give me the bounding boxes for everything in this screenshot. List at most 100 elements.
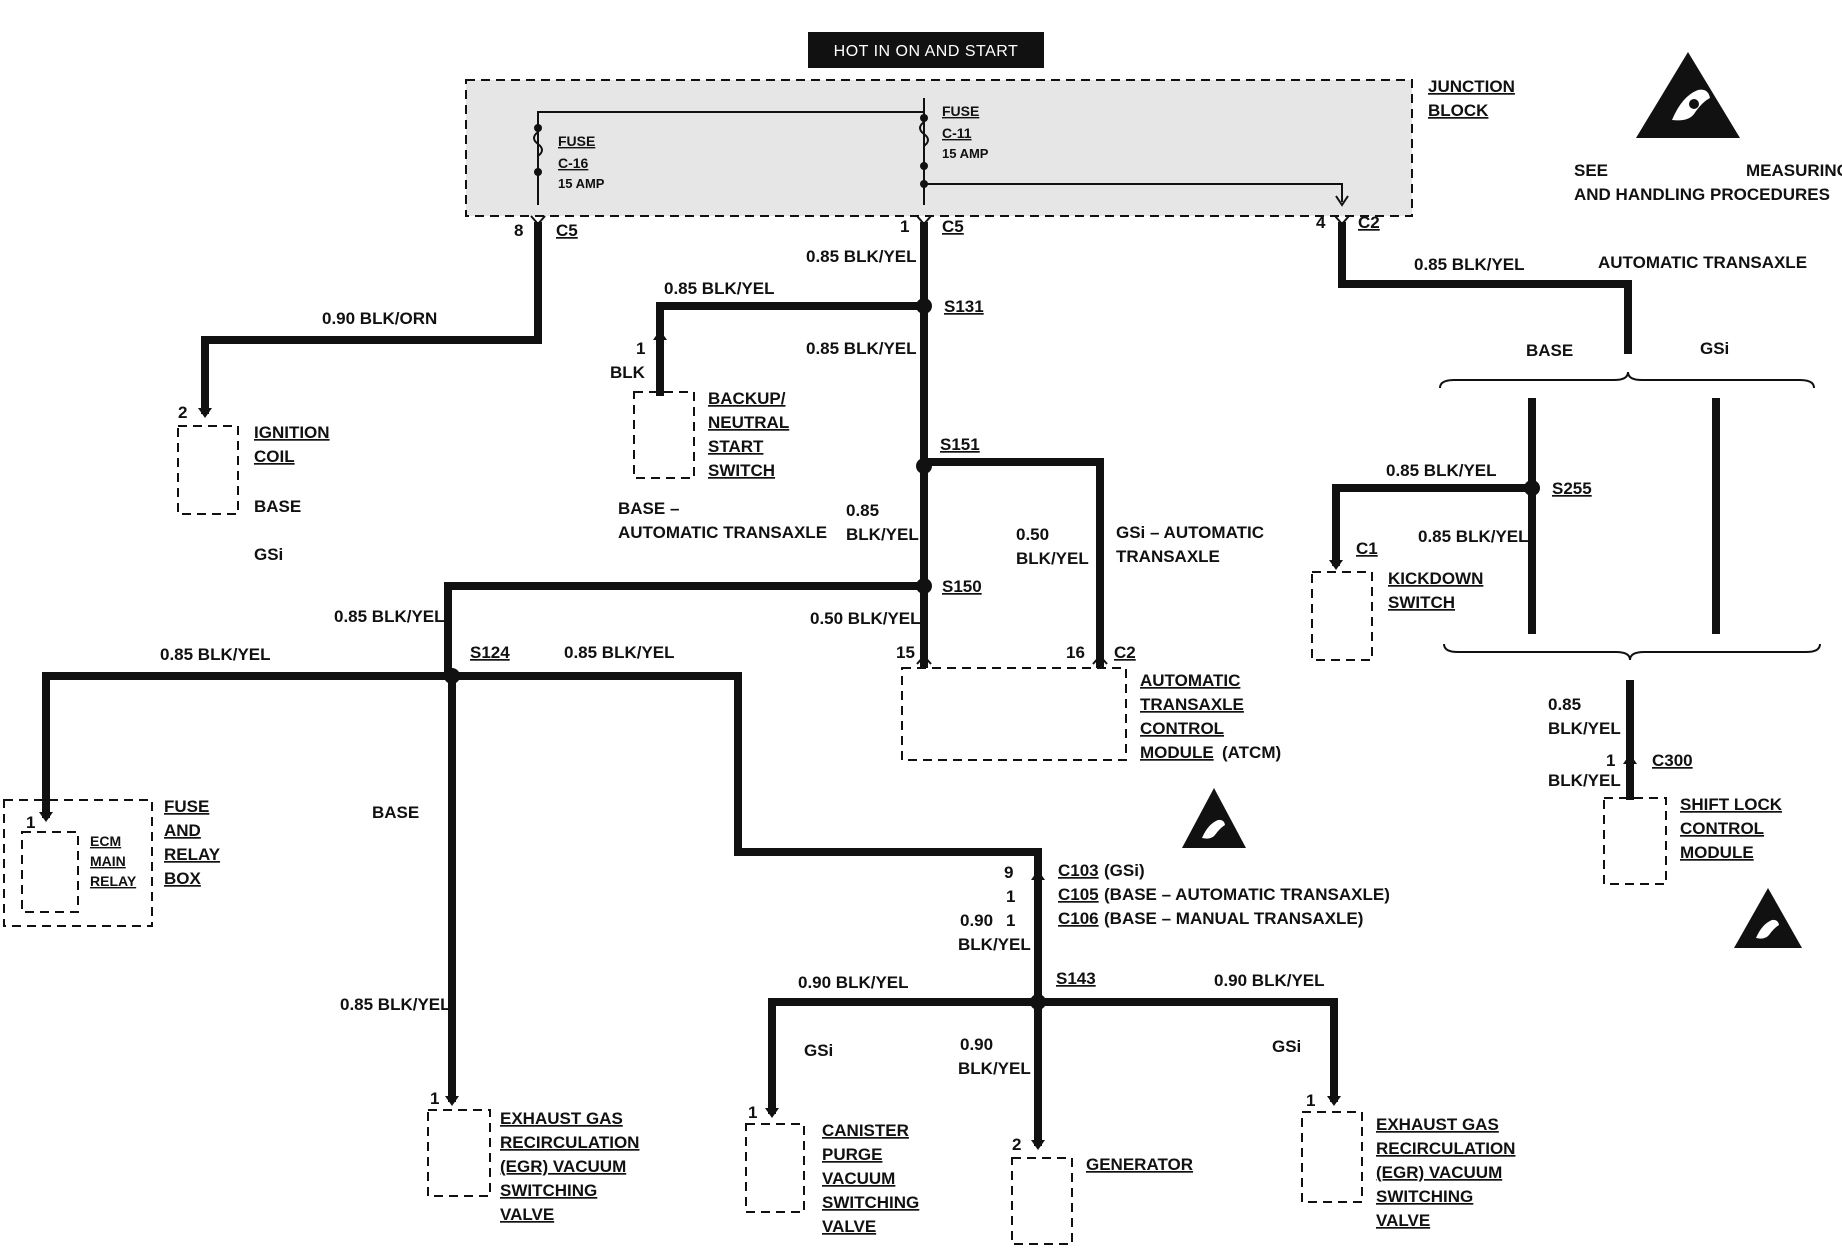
fuse-c16 bbox=[533, 124, 543, 176]
egr-right-box bbox=[1301, 1111, 1363, 1203]
wire-gsi-at-b: BLK/YEL bbox=[1016, 549, 1089, 568]
egr-left-box bbox=[427, 1109, 491, 1197]
backup-label-1: BACKUP/ bbox=[708, 389, 786, 408]
wire-gen-a: 0.90 bbox=[960, 1035, 993, 1054]
wire-backup-top-label: 0.85 BLK/YEL bbox=[664, 279, 775, 298]
c300-name: C300 bbox=[1652, 751, 1693, 770]
wire-egr-right bbox=[1034, 998, 1338, 1102]
hot-label: HOT IN ON AND START bbox=[834, 43, 1019, 60]
canister-pin: 1 bbox=[748, 1103, 757, 1122]
c2-right-name: C2 bbox=[1358, 213, 1380, 232]
ecm-terminal bbox=[39, 812, 53, 822]
splice-s150-label: S150 bbox=[942, 577, 982, 596]
c103-name: C103 bbox=[1058, 861, 1099, 880]
wire-s255-down-label: 0.85 BLK/YEL bbox=[1418, 527, 1529, 546]
splice-s124-label: S124 bbox=[470, 643, 510, 662]
fuse-c16-id: C-16 bbox=[558, 155, 589, 171]
splice-s255-label: S255 bbox=[1552, 479, 1592, 498]
atcm-label-3: CONTROL bbox=[1140, 719, 1224, 738]
kickdown-conn-name: C1 bbox=[1356, 539, 1378, 558]
cond-base-at-a: BASE – bbox=[618, 499, 679, 518]
wire-backup-blk-label: BLK bbox=[610, 363, 646, 382]
splice-s151-label: S151 bbox=[940, 435, 980, 454]
c105-pin: 1 bbox=[1006, 887, 1015, 906]
ecm-relay-box-inner bbox=[21, 831, 79, 913]
cond-gsi-at-b: TRANSAXLE bbox=[1116, 547, 1220, 566]
frb-label-3: RELAY bbox=[164, 845, 221, 864]
backup-label-4: SWITCH bbox=[708, 461, 775, 480]
fuse-c11-label: FUSE bbox=[942, 103, 979, 119]
egr-right-terminal bbox=[1327, 1096, 1341, 1106]
ignition-coil-box bbox=[177, 425, 239, 515]
generator-box bbox=[1011, 1157, 1073, 1245]
backup-label-3: START bbox=[708, 437, 764, 456]
cond-base: BASE bbox=[1526, 341, 1573, 360]
egr-left-label-2: RECIRCULATION bbox=[500, 1133, 639, 1152]
wire-c2-auto bbox=[1338, 222, 1632, 354]
egr-right-pin: 1 bbox=[1306, 1091, 1315, 1110]
wire-s151-s150-b: BLK/YEL bbox=[846, 525, 919, 544]
canister-label-1: CANISTER bbox=[822, 1121, 909, 1140]
wire-egr-right-label: 0.90 BLK/YEL bbox=[1214, 971, 1325, 990]
esd-warning-icon bbox=[1734, 888, 1802, 948]
junction-block-label-2: BLOCK bbox=[1428, 101, 1489, 120]
wire-kick-label: 0.85 BLK/YEL bbox=[1386, 461, 1497, 480]
wire-ecm-relay bbox=[42, 672, 456, 818]
frb-label-1: FUSE bbox=[164, 797, 209, 816]
wire-s150-atcm-label: 0.50 BLK/YEL bbox=[810, 609, 921, 628]
generator-pin: 2 bbox=[1012, 1135, 1021, 1154]
canister-label-2: PURGE bbox=[822, 1145, 882, 1164]
atcm-label-1: AUTOMATIC bbox=[1140, 671, 1240, 690]
wire-c300-a: 0.85 bbox=[1548, 695, 1581, 714]
canister-box bbox=[745, 1123, 805, 1213]
wire-s131-s151-label: 0.85 BLK/YEL bbox=[806, 339, 917, 358]
brace-top bbox=[1439, 371, 1815, 389]
esd-warning-icon bbox=[1182, 788, 1246, 848]
splice-s131-label: S131 bbox=[944, 297, 984, 316]
c5-center-pin: 1 bbox=[900, 217, 909, 236]
canister-label-3: VACUUM bbox=[822, 1169, 895, 1188]
fuse-c16-rating: 15 AMP bbox=[558, 176, 605, 191]
wire-c103-b: BLK/YEL bbox=[958, 935, 1031, 954]
c106-note: (BASE – MANUAL TRANSAXLE) bbox=[1104, 909, 1363, 928]
splice-s143-label: S143 bbox=[1056, 969, 1096, 988]
junction-block-area bbox=[466, 80, 1412, 216]
ignition-coil-label-1: IGNITION bbox=[254, 423, 330, 442]
cond-base-at-b: AUTOMATIC TRANSAXLE bbox=[618, 523, 827, 542]
c300-terminal bbox=[1623, 754, 1637, 764]
wire-c5-down-label: 0.85 BLK/YEL bbox=[806, 247, 917, 266]
ecm-pin: 1 bbox=[26, 813, 35, 832]
backup-pin: 1 bbox=[636, 339, 645, 358]
wire-c2-auto-label: 0.85 BLK/YEL bbox=[1414, 255, 1525, 274]
egr-left-pin: 1 bbox=[430, 1089, 439, 1108]
generator-terminal bbox=[1031, 1140, 1045, 1150]
canister-label-4: SWITCHING bbox=[822, 1193, 919, 1212]
frb-label-2: AND bbox=[164, 821, 201, 840]
fuse-c11-id: C-11 bbox=[942, 125, 972, 141]
egr-left-label-4: SWITCHING bbox=[500, 1181, 597, 1200]
egr-right-label-2: RECIRCULATION bbox=[1376, 1139, 1515, 1158]
ecm-label-3: RELAY bbox=[90, 873, 137, 889]
kickdown-label-1: KICKDOWN bbox=[1388, 569, 1483, 588]
shift-lock-label-3: MODULE bbox=[1680, 843, 1754, 862]
esd-note-see: SEE bbox=[1574, 161, 1608, 180]
c106-pin: 1 bbox=[1006, 911, 1015, 930]
wire-c103-a: 0.90 bbox=[960, 911, 993, 930]
cond-gsi-egr: GSi bbox=[1272, 1037, 1301, 1056]
wire-s150-s124-label: 0.85 BLK/YEL bbox=[334, 607, 445, 626]
jb-arrow-c2 bbox=[1335, 195, 1349, 207]
atcm-conn-name: C2 bbox=[1114, 643, 1136, 662]
cond-gsi-at-a: GSi – AUTOMATIC bbox=[1116, 523, 1264, 542]
kickdown-box bbox=[1311, 571, 1373, 661]
ign-terminal bbox=[198, 408, 212, 418]
wire-s151-s150-a: 0.85 bbox=[846, 501, 879, 520]
egr-right-label-1: EXHAUST GAS bbox=[1376, 1115, 1499, 1134]
ecm-label-1: ECM bbox=[90, 833, 121, 849]
wire-ecm-label: 0.85 BLK/YEL bbox=[160, 645, 271, 664]
wire-s124-right-label: 0.85 BLK/YEL bbox=[564, 643, 675, 662]
c2-right-pin: 4 bbox=[1316, 213, 1326, 232]
atcm-pin-a: 15 bbox=[896, 643, 915, 662]
backup-terminal bbox=[653, 330, 667, 340]
atcm-connector-a bbox=[916, 654, 932, 665]
egr-left-label-3: (EGR) VACUUM bbox=[500, 1157, 626, 1176]
